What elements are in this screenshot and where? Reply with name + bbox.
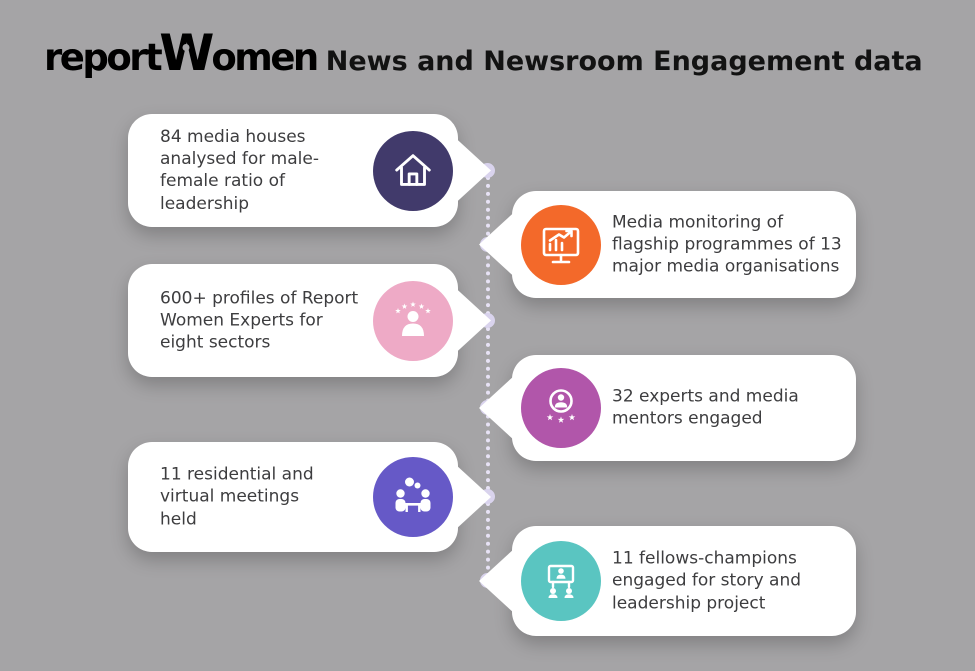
card-tail: [479, 548, 515, 614]
card-meetings: 11 residential and virtual meetings held: [128, 442, 491, 552]
presentation-icon: [521, 541, 601, 621]
card-text: 600+ profiles of Report Women Experts fo…: [160, 287, 359, 353]
meeting-people-icon: [373, 457, 453, 537]
logo-text-report: report: [44, 36, 163, 79]
page-title: News and Newsroom Engagement data: [325, 46, 923, 77]
card-experts-mentors: 32 experts and media mentors engaged: [479, 355, 856, 461]
header: report W omen News and Newsroom Engageme…: [44, 28, 923, 79]
expert-person-stars-icon: [373, 280, 453, 361]
mentor-badge-icon: [521, 368, 601, 448]
card-media-houses: 84 media houses analysed for male-female…: [128, 114, 491, 227]
card-text: 11 residential and virtual meetings held: [160, 464, 314, 530]
card-tail: [479, 375, 515, 441]
card-text: Media monitoring of flagship programmes …: [612, 211, 842, 277]
card-text: 32 experts and media mentors engaged: [612, 386, 799, 429]
card-fellows-champions: 11 fellows-champions engaged for story a…: [479, 526, 856, 636]
report-women-logo: report W omen: [44, 24, 319, 82]
timeline-dotted-line: [486, 168, 490, 586]
card-text: 11 fellows-champions engaged for story a…: [612, 548, 802, 614]
card-text: 84 media houses analysed for male-female…: [160, 126, 319, 214]
logo-text-omen: omen: [211, 36, 319, 79]
card-media-monitoring: Media monitoring of flagship programmes …: [479, 191, 856, 298]
house-icon: [373, 130, 453, 211]
card-expert-profiles: 600+ profiles of Report Women Experts fo…: [128, 264, 491, 377]
media-monitoring-chart-icon: [521, 204, 601, 285]
logo-w-mark: W: [159, 24, 214, 82]
logo-w-face-dot: [182, 44, 190, 51]
card-tail: [479, 211, 515, 278]
